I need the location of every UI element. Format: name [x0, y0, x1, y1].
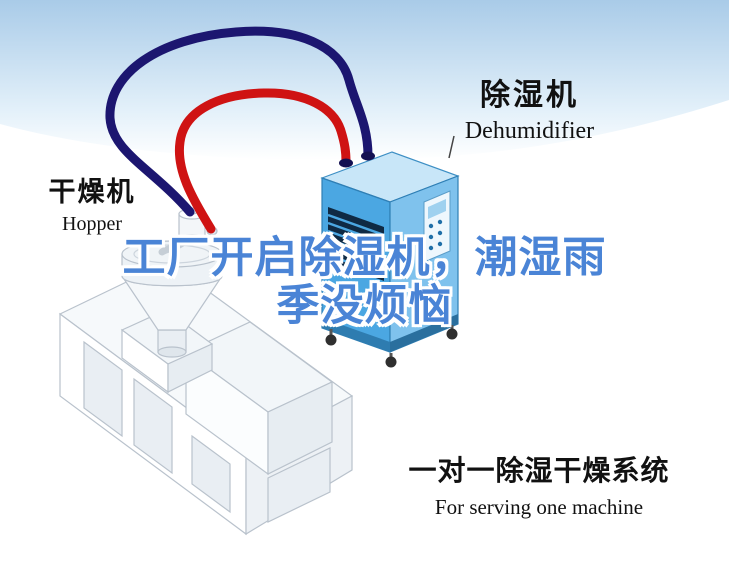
- headline-line-1: 工厂开启除湿机，潮湿雨: [122, 234, 607, 282]
- hoses: [105, 26, 375, 234]
- control-panel-display: [428, 199, 446, 219]
- control-panel-buttons: [428, 219, 443, 251]
- dehumidifier-label-en: Dehumidifier: [464, 118, 595, 144]
- caster-wheel: [446, 328, 458, 340]
- caster-wheels: [325, 325, 458, 368]
- caster-wheel: [325, 334, 337, 346]
- panel-button: [428, 234, 434, 240]
- caster-wheel: [385, 356, 397, 368]
- base-trim-right: [390, 314, 458, 352]
- bottom-caption: 一对一除湿干燥系统 For serving one machine: [378, 449, 700, 520]
- dehumidifier-label: 除湿机 Dehumidifier: [432, 70, 627, 145]
- headline-line-2: 季没烦恼: [276, 282, 453, 330]
- caption-zh: 一对一除湿干燥系统: [408, 455, 670, 486]
- vent-slat: [327, 237, 385, 261]
- vent-slat: [327, 229, 385, 253]
- housing-right: [267, 381, 333, 475]
- panel-button: [437, 241, 443, 247]
- panel-button: [428, 223, 434, 229]
- feed-section-right: [167, 343, 213, 393]
- right-access-door: [267, 447, 331, 523]
- panel-button: [437, 219, 443, 225]
- caption-en: For serving one machine: [434, 495, 644, 519]
- cyclone-bottom: [178, 234, 206, 246]
- vent-slats: [327, 213, 385, 277]
- hopper-label-en: Hopper: [62, 213, 122, 235]
- vent-slat: [327, 213, 385, 237]
- hopper-neck-base: [157, 346, 187, 358]
- vent-slat: [327, 245, 385, 269]
- front-panel-2: [133, 377, 173, 475]
- hopper-label: 干燥机 Hopper: [34, 170, 150, 236]
- return-hose-red: [174, 88, 351, 234]
- base-trim-front: [322, 318, 390, 352]
- dehumidifier-label-zh: 除湿机: [480, 79, 579, 112]
- vent-slat: [327, 221, 385, 245]
- hose-fitting: [339, 158, 353, 168]
- label-pointer-line: [448, 135, 455, 159]
- hopper-dryer-machine: [58, 207, 354, 536]
- panel-button: [437, 230, 443, 236]
- hose-fitting: [361, 151, 375, 161]
- headline: 工厂开启除湿机，潮湿雨 季没烦恼: [0, 234, 729, 330]
- supply-hose-navy: [105, 26, 373, 217]
- front-panel-1: [83, 340, 123, 438]
- panel-button: [428, 245, 434, 251]
- hopper-label-zh: 干燥机: [48, 177, 136, 207]
- vent-slat: [327, 253, 385, 277]
- front-panel-3: [191, 434, 231, 514]
- dehumidifier-unit: [320, 151, 460, 368]
